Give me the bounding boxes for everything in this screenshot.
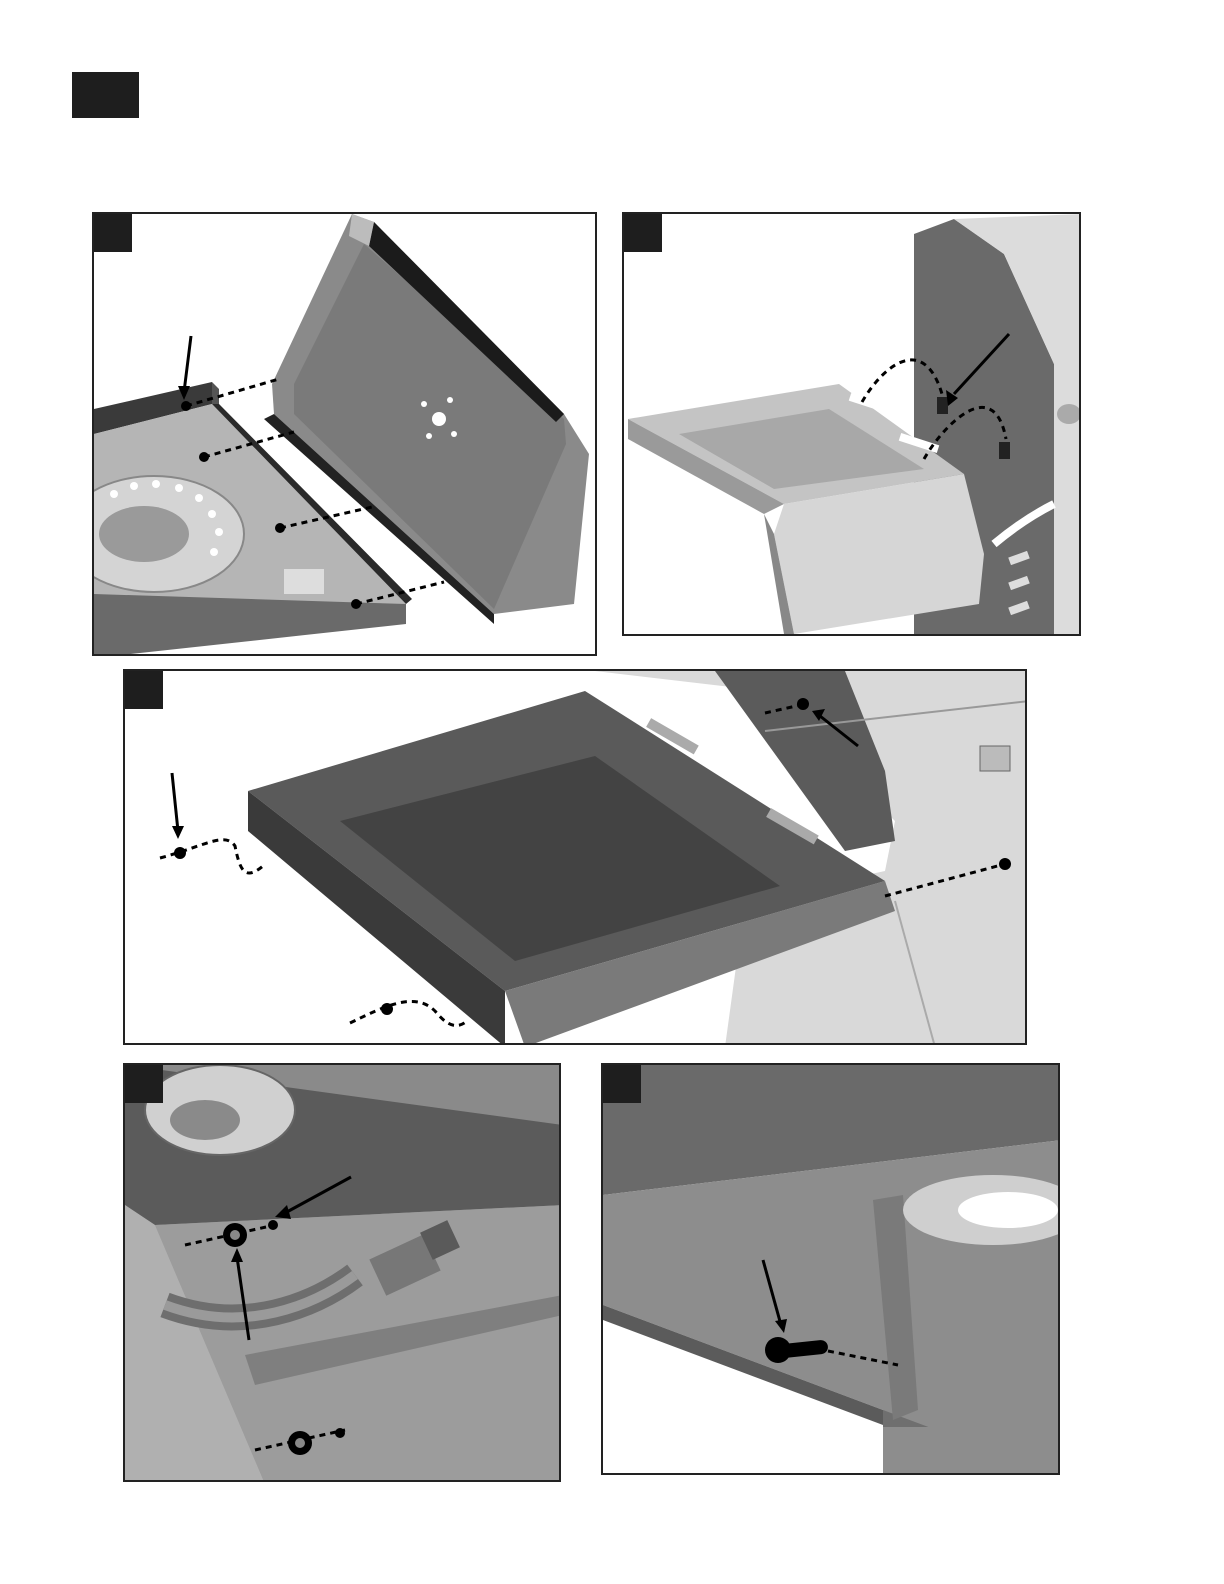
panel-3-label bbox=[125, 671, 163, 709]
diagram-panel-3 bbox=[123, 669, 1027, 1045]
diagram-panel-2 bbox=[622, 212, 1081, 636]
panel-2-label bbox=[624, 214, 662, 252]
panel-2-illustration bbox=[624, 214, 1081, 636]
diagram-panel-1 bbox=[92, 212, 597, 656]
instruction-text bbox=[72, 140, 1072, 180]
panel-1-label bbox=[94, 214, 132, 252]
panel-3-illustration bbox=[125, 671, 1027, 1045]
step-number-badge bbox=[72, 72, 139, 118]
panel-5-label bbox=[603, 1065, 641, 1103]
panel-4-label bbox=[125, 1065, 163, 1103]
panel-1-illustration bbox=[94, 214, 597, 656]
diagram-panel-4 bbox=[123, 1063, 561, 1482]
panel-4-illustration bbox=[125, 1065, 561, 1482]
panel-5-illustration bbox=[603, 1065, 1060, 1475]
diagram-panel-5 bbox=[601, 1063, 1060, 1475]
